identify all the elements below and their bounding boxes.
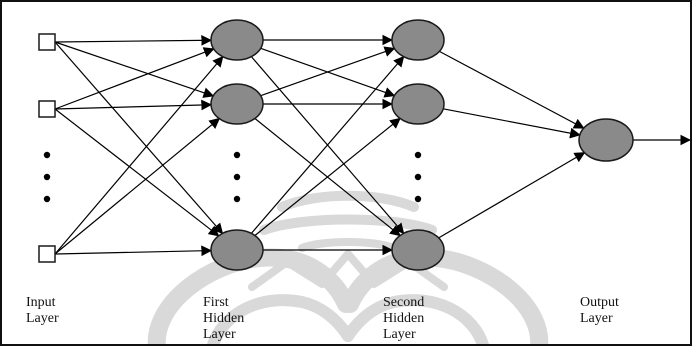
hidden1-ellipsis-dot-2 (233, 173, 241, 181)
hidden2-node-2 (391, 83, 445, 125)
edge-hidden2-3-to-output (438, 152, 586, 239)
input-node-2 (38, 100, 56, 118)
first-hidden-layer-label: First Hidden Layer (203, 295, 244, 343)
edge-hidden1-2-to-hidden2-1 (260, 46, 396, 97)
input-layer-label-line-2: Layer (26, 311, 59, 326)
output-node (578, 118, 634, 162)
second-hidden-layer-label: Second Hidden Layer (383, 295, 424, 343)
edge-input-3-to-hidden1-1 (54, 55, 224, 255)
hidden1-node-1 (210, 19, 264, 61)
edge-input-3-to-hidden1-2 (54, 117, 221, 255)
hidden2-ellipsis-dot-1 (414, 151, 422, 159)
input-layer-label-line-1: Input (26, 295, 56, 310)
edge-hidden2-1-to-output (439, 50, 585, 129)
ellipsis-group (43, 151, 422, 203)
first-hidden-layer-label-line-3: Layer (203, 327, 236, 342)
hidden2-node-3 (391, 229, 445, 271)
edge-input-3-to-hidden1-3 (54, 245, 213, 257)
input-ellipsis-dot-1 (43, 151, 51, 159)
hidden2-node-1 (391, 19, 445, 61)
edge-input-2-to-hidden1-3 (54, 108, 220, 237)
edge-input-1-to-hidden1-1 (54, 34, 213, 46)
hidden1-node-2 (210, 83, 264, 125)
connections-group (54, 34, 690, 257)
output-layer-label-line-1: Output (580, 295, 619, 310)
hidden1-ellipsis-dot-1 (233, 151, 241, 159)
input-ellipsis-dot-3 (43, 195, 51, 203)
hidden2-ellipsis-dot-2 (414, 173, 422, 181)
second-hidden-layer-label-line-1: Second (383, 295, 425, 310)
second-hidden-layer-label-line-3: Layer (383, 327, 416, 342)
edge-hidden1-3-to-hidden2-1 (250, 55, 405, 234)
output-layer-label: Output Layer (580, 295, 619, 327)
input-layer-label: Input Layer (26, 295, 59, 327)
hidden2-ellipsis-dot-3 (414, 195, 422, 203)
edge-input-2-to-hidden1-2 (54, 99, 213, 111)
output-layer-label-line-2: Layer (580, 311, 613, 326)
edge-input-2-to-hidden1-1 (54, 47, 215, 110)
second-hidden-layer-label-line-2: Hidden (383, 311, 425, 326)
edge-hidden2-2-to-output (443, 108, 581, 139)
first-hidden-layer-label-line-2: Hidden (203, 311, 245, 326)
nodes-group (38, 19, 634, 271)
input-node-1 (38, 33, 56, 51)
hidden1-ellipsis-dot-3 (233, 195, 241, 203)
edge-hidden1-3-to-hidden2-2 (254, 117, 401, 236)
edge-input-1-to-hidden1-3 (54, 41, 224, 235)
edge-input-1-to-hidden1-2 (54, 41, 215, 98)
input-ellipsis-dot-2 (43, 173, 51, 181)
hidden1-node-3 (210, 229, 264, 271)
first-hidden-layer-label-line-1: First (203, 295, 229, 310)
input-node-3 (38, 245, 56, 263)
